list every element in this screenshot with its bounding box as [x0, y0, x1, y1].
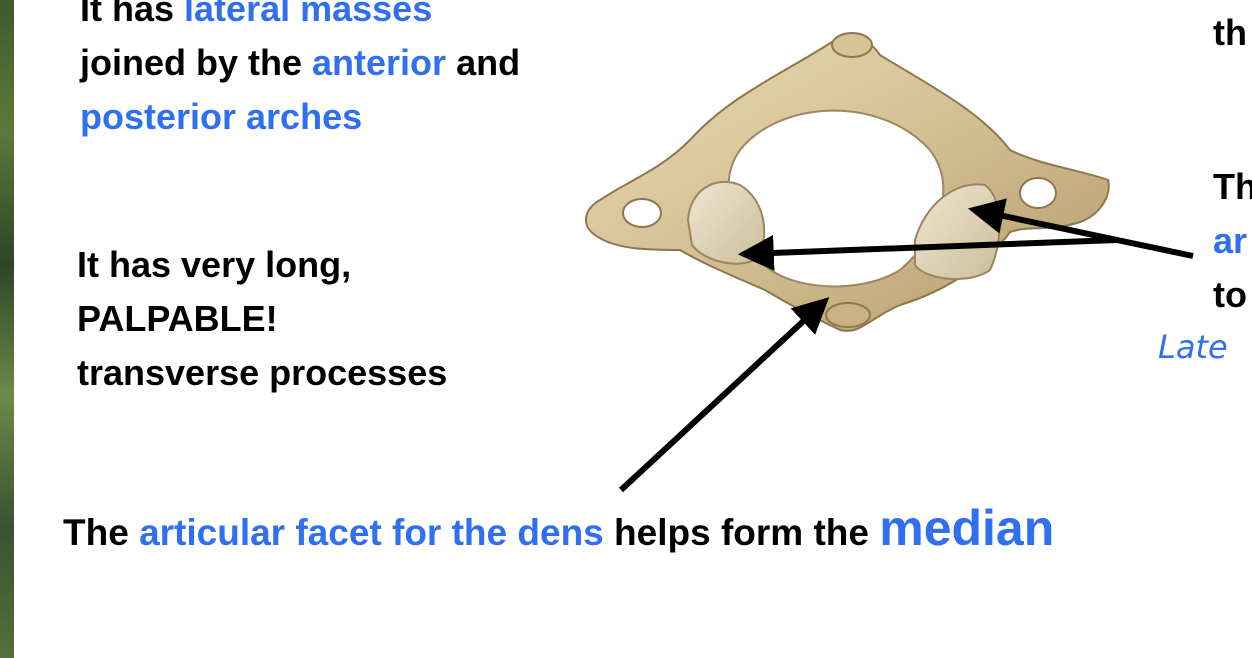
text-line-3: posterior arches [80, 96, 363, 137]
right-mid-fragment-2: ar [1213, 220, 1248, 261]
right-mid-fragment-3: to [1213, 274, 1247, 315]
arrow-left-facet [737, 234, 1118, 271]
lateral-masses-text: It has lateral masses joined by the ante… [80, 0, 520, 144]
atlas-bone [585, 32, 1110, 332]
text-line-2: joined by the anterior and [80, 42, 521, 83]
pointer-arrows [618, 198, 1194, 493]
transverse-processes-text: It has very long, PALPABLE! transverse p… [77, 238, 447, 400]
arrow-right-facet [967, 198, 1194, 259]
handwritten-note: Late [1158, 328, 1228, 366]
slide-canvas: It has lateral masses joined by the ante… [14, 0, 1252, 658]
arrow-dens-facet [618, 297, 830, 493]
right-mid-fragment-1: Th [1213, 166, 1252, 207]
text-line-2: PALPABLE! [77, 298, 278, 339]
dens-facet-text: The articular facet for the dens helps f… [63, 500, 1055, 556]
background-strip [0, 0, 14, 658]
text-line-3: transverse processes [77, 352, 448, 393]
text-line-1: It has very long, [77, 244, 352, 285]
right-top-fragment: th [1213, 12, 1247, 53]
text-line-1: It has lateral masses [80, 0, 433, 29]
